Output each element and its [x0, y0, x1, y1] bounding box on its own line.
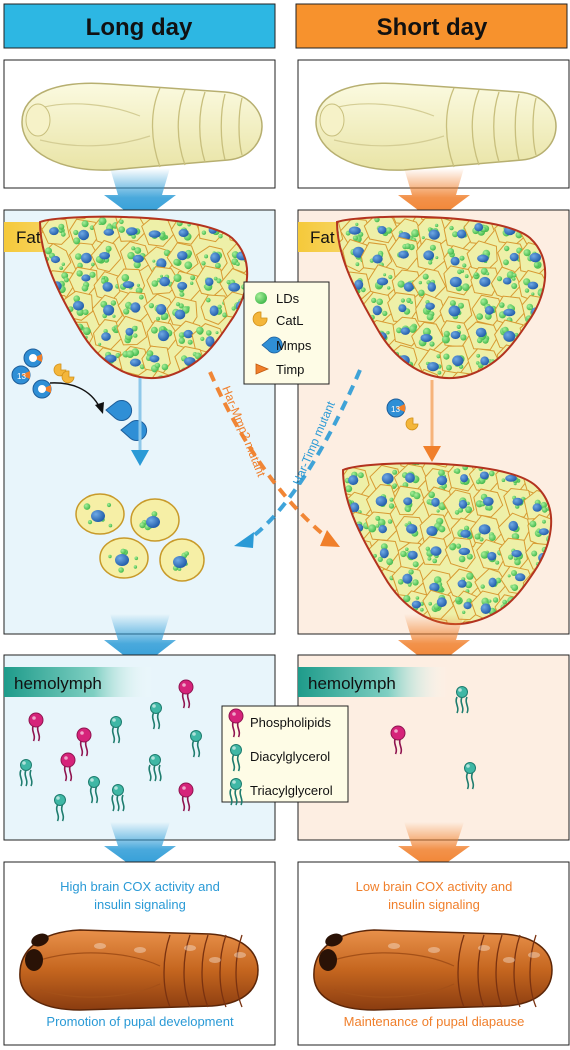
catl-small-2-icon — [61, 370, 75, 384]
catl-icon — [252, 311, 268, 327]
header-short-day-label: Short day — [377, 14, 488, 41]
legend-triacylglycerol-label: Triacylglycerol — [250, 783, 333, 798]
legend-catl-label: CatL — [276, 313, 303, 328]
lipid-molecules-left-icon — [19, 679, 202, 822]
hemolymph-tag-left: hemolymph — [4, 667, 154, 697]
legend-diacylglycerol-label: Diacylglycerol — [250, 749, 330, 764]
outcome-left-line2: insulin signaling — [94, 897, 186, 912]
enzyme-label-13-right: 13 — [391, 405, 400, 414]
lipid-molecules-right-icon — [390, 686, 476, 790]
pale-pupa-left-icon — [21, 82, 263, 171]
pale-pupa-right-icon — [315, 82, 557, 171]
outcome-right-line1: Low brain COX activity and — [356, 879, 513, 894]
free-mmp-1-icon — [105, 400, 133, 421]
arrow-down-right-2 — [398, 614, 470, 668]
legend-fat-body: LDs CatL Mmps Timp — [243, 281, 330, 385]
mmp-timp-complex-2-icon: 13 — [11, 365, 31, 385]
arrow-down-left-2 — [104, 614, 176, 668]
lipid-droplet-icon — [255, 292, 267, 304]
arrow-down-left-1 — [104, 168, 176, 222]
hemolymph-label-right: hemolymph — [308, 674, 396, 693]
outcome-right-line2: insulin signaling — [388, 897, 480, 912]
legend-timp-label: Timp — [276, 362, 304, 377]
mmp2-mutant-arrow — [208, 371, 332, 542]
hemolymph-label-left: hemolymph — [14, 674, 102, 693]
enzyme-label-13-left: 13 — [17, 372, 26, 381]
outcome-left-line1: High brain COX activity and — [60, 879, 220, 894]
outcome-right-result: Maintenance of pupal diapause — [344, 1014, 525, 1029]
mmp-timp-complex-3-icon — [32, 379, 52, 399]
arrow-fat-to-free-cells-head — [131, 450, 149, 466]
activation-arrowhead — [95, 402, 104, 414]
arrow-fat-to-fat-head — [423, 446, 441, 462]
arrow-down-left-3 — [104, 822, 176, 872]
activation-arrow — [49, 382, 101, 409]
legend-lds-label: LDs — [276, 291, 300, 306]
developing-pupa-left-icon — [19, 929, 259, 1011]
mmp-timp-complex-group-left: 13 — [11, 348, 148, 441]
diapause-pupa-right-icon — [313, 929, 553, 1011]
mmp-timp-complex-1-icon — [23, 348, 43, 368]
header-long-day-label: Long day — [86, 14, 193, 41]
arrow-down-right-3 — [398, 822, 470, 872]
hemolymph-tag-right: hemolymph — [298, 667, 448, 697]
dissociated-fat-cells-icon — [75, 493, 205, 582]
mmp-icon — [261, 336, 283, 354]
mmp2-mutant-arrowhead — [320, 530, 340, 547]
header-long-day: Long day — [3, 3, 276, 49]
legend-lipids: Phospholipids Diacylglycerol Triacylglyc… — [221, 705, 349, 806]
legend-phospholipids-label: Phospholipids — [250, 715, 331, 730]
timp-icon — [255, 363, 270, 375]
mmp-timp-complex-right-icon: 13 — [386, 398, 419, 431]
header-short-day: Short day — [295, 3, 568, 49]
outcome-left-result: Promotion of pupal development — [46, 1014, 234, 1029]
legend-mmps-label: Mmps — [276, 338, 312, 353]
arrow-down-right-1 — [398, 168, 470, 222]
timp-mutant-arrowhead — [234, 532, 254, 548]
